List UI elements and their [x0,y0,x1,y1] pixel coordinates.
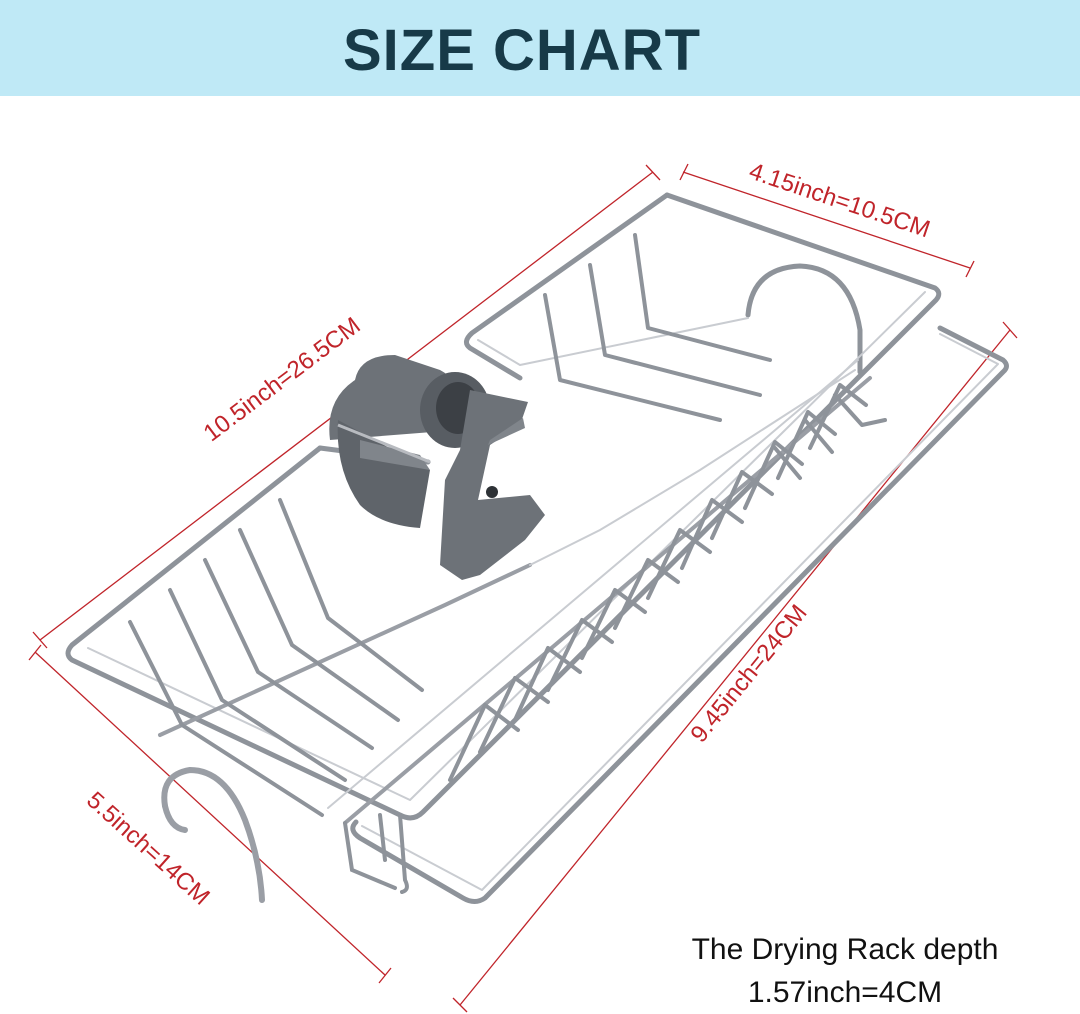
rack-lip [343,813,409,894]
header-banner: SIZE CHART [0,0,1080,96]
page-title: SIZE CHART [343,17,701,83]
rack-base [350,325,1009,904]
rack-rails [158,359,872,825]
depth-note: The Drying Rack depth 1.57inch=4CM [640,928,1050,1014]
dim-line-length-base [459,329,1011,1006]
rack-ribs [128,233,887,817]
depth-note-value: 1.57inch=4CM [747,976,943,1009]
rack-frame [65,192,942,821]
side-hook [161,766,265,903]
dimension-lines [28,163,1018,1013]
dim-line-width-top [682,171,971,269]
faucet-holder [329,355,545,580]
depth-note-title: The Drying Rack depth [691,933,999,966]
dim-line-width-side [34,651,386,976]
